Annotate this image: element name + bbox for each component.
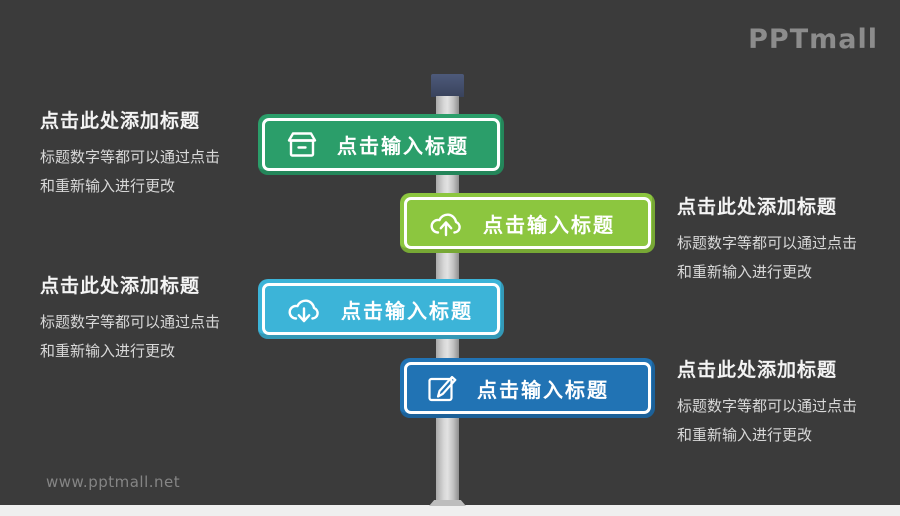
sign-board-1[interactable]: 点击输入标题 [258, 114, 504, 175]
sign-label: 点击输入标题 [337, 134, 469, 158]
note-title: 点击此处添加标题 [677, 196, 838, 218]
sign-board-4[interactable]: 点击输入标题 [400, 358, 655, 418]
note-body-line: 标题数字等都可以通过点击 [677, 234, 858, 252]
box-icon [284, 130, 320, 160]
cloud-download-icon [284, 293, 324, 325]
sign-board-2[interactable]: 点击输入标题 [400, 193, 655, 253]
note-block-right-bottom[interactable]: 点击此处添加标题 标题数字等都可以通过点击 和重新输入进行更改 [677, 355, 857, 450]
sign-board-3[interactable]: 点击输入标题 [258, 279, 504, 339]
note-title: 点击此处添加标题 [40, 275, 201, 297]
watermark-url: www.pptmall.net [46, 473, 181, 491]
pole-cap [431, 74, 464, 97]
note-block-left-top[interactable]: 点击此处添加标题 标题数字等都可以通过点击 和重新输入进行更改 [40, 106, 220, 201]
edit-icon [426, 372, 460, 404]
pptmall-logo: PPTmall [748, 24, 878, 55]
cloud-upload-icon [426, 207, 466, 239]
sign-label: 点击输入标题 [341, 298, 473, 323]
note-body-line: 标题数字等都可以通过点击 [677, 397, 858, 415]
note-body-line: 和重新输入进行更改 [40, 177, 176, 195]
sign-label: 点击输入标题 [477, 377, 609, 402]
note-block-left-lower[interactable]: 点击此处添加标题 标题数字等都可以通过点击 和重新输入进行更改 [40, 271, 220, 366]
footer-strip [0, 505, 900, 516]
note-title: 点击此处添加标题 [677, 359, 838, 381]
note-title: 点击此处添加标题 [40, 110, 201, 132]
note-block-right-upper[interactable]: 点击此处添加标题 标题数字等都可以通过点击 和重新输入进行更改 [677, 192, 857, 287]
pole-base [429, 500, 466, 506]
note-body-line: 标题数字等都可以通过点击 [40, 313, 221, 331]
note-body-line: 和重新输入进行更改 [677, 426, 813, 444]
note-body-line: 和重新输入进行更改 [677, 263, 813, 281]
note-body-line: 和重新输入进行更改 [40, 342, 176, 360]
sign-label: 点击输入标题 [483, 212, 615, 237]
note-body-line: 标题数字等都可以通过点击 [40, 148, 221, 166]
